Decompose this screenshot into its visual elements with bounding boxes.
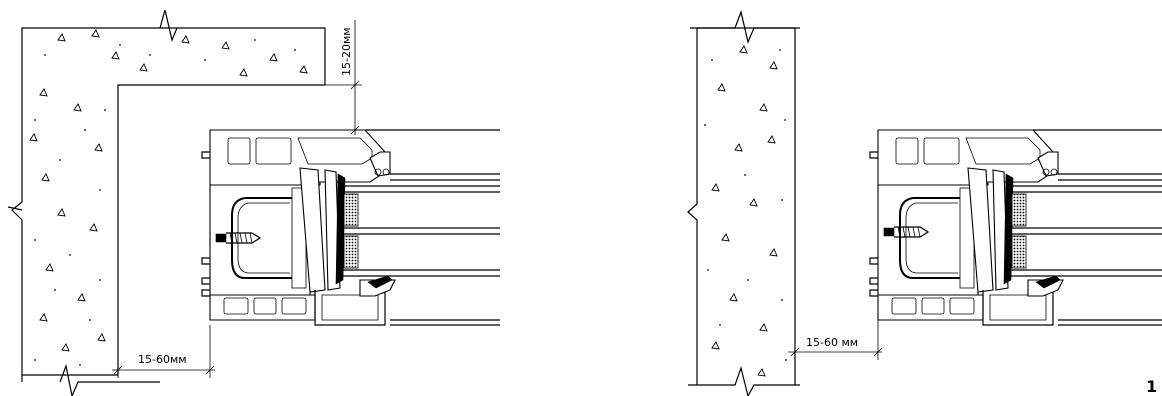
concrete-wall-left (11, 27, 326, 382)
break-line-icon (7, 9, 178, 396)
concrete-hatch-icon (704, 45, 787, 377)
concrete-wall-right (687, 27, 796, 385)
break-line-icon (688, 9, 800, 396)
dim-label-bottom: 15-60мм (138, 353, 187, 366)
left-detail: 15-20мм 15-60мм (7, 9, 501, 396)
dim-label-bottom: 15-60 мм (806, 336, 858, 349)
dimension-bottom-right: 15-60 мм (788, 320, 883, 360)
dim-label-top: 15-20мм (340, 27, 353, 76)
concrete-hatch-icon (29, 29, 308, 366)
window-profile-left (201, 129, 501, 326)
right-detail: 15-60 мм 1 (687, 9, 1162, 396)
dimension-top-left: 15-20мм (325, 20, 362, 135)
dimension-bottom-left: 15-60мм (112, 325, 215, 378)
corner-label: 1 (1146, 377, 1157, 396)
